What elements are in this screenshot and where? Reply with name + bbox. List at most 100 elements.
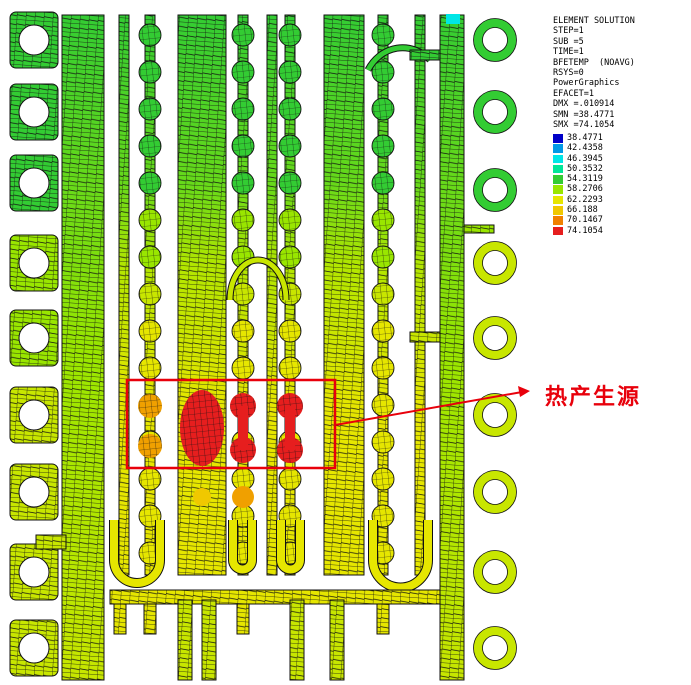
- bead-mesh: [232, 61, 254, 83]
- bead-outline: [278, 319, 302, 343]
- legend-value: 38.4771: [567, 133, 603, 143]
- right-ring: [473, 168, 517, 212]
- center-bar-left-outline: [177, 14, 227, 576]
- heat-bead-mesh: [138, 394, 162, 418]
- bead-mesh: [279, 209, 301, 231]
- bead-mesh: [232, 24, 254, 46]
- bead-mesh: [279, 468, 301, 490]
- bottom-foot-mesh: [178, 600, 192, 680]
- bead-outline: [371, 208, 395, 232]
- bead-outline: [138, 504, 162, 528]
- bead-outline: [371, 319, 395, 343]
- legend-swatch: [553, 216, 563, 225]
- left-pad-outline: [9, 543, 59, 601]
- right-ring-inner: [482, 559, 508, 585]
- bead-mesh: [372, 172, 394, 194]
- bead-outline: [231, 208, 255, 232]
- right-ring-outline: [473, 470, 517, 514]
- bead-outline: [278, 134, 302, 158]
- bead-outline: [231, 134, 255, 158]
- left-pad-hole: [18, 399, 50, 431]
- legend-header-line: ELEMENT SOLUTION: [553, 16, 635, 26]
- bottom-stub-outline: [143, 603, 157, 635]
- bead-mesh: [139, 468, 161, 490]
- legend-swatch: [553, 154, 563, 164]
- side-tab-mesh: [410, 332, 440, 342]
- right-ring-inner: [482, 325, 508, 351]
- legend-swatch: [553, 206, 563, 215]
- bead-mesh: [279, 246, 301, 268]
- bead-outline: [371, 356, 395, 380]
- legend-value: 70.1467: [567, 215, 603, 226]
- side-tab-outline: [409, 331, 441, 343]
- bottom-foot-outline: [177, 599, 193, 681]
- bead-mesh: [372, 24, 394, 46]
- right-ring: [473, 316, 517, 360]
- bottom-stub-outline: [236, 603, 250, 635]
- bead-mesh: [372, 209, 394, 231]
- bead-mesh: [139, 246, 161, 268]
- left-pad-hole: [18, 632, 50, 664]
- left-pad-outline: [9, 309, 59, 367]
- cyan-hotspot: [446, 14, 460, 24]
- left-pad-outline: [9, 11, 59, 69]
- bead-outline: [278, 23, 302, 47]
- left-bus-bar-outline: [61, 14, 105, 681]
- bead-outline: [278, 171, 302, 195]
- bead-outline: [138, 23, 162, 47]
- side-tab-outline: [35, 534, 67, 550]
- component-body: [9, 11, 517, 681]
- legend-header-line: BFETEMP (NOAVG): [553, 57, 635, 68]
- legend-header-line: STEP=1: [553, 26, 584, 37]
- left-pad-outline: [9, 386, 59, 444]
- legend-header-line: DMX =.010914: [553, 99, 615, 110]
- bead-mesh: [139, 98, 161, 120]
- bead-mesh: [139, 283, 161, 305]
- bottom-foot-outline: [201, 599, 217, 681]
- bottom-stub-mesh: [144, 604, 156, 634]
- heat-bridge: [285, 406, 295, 450]
- legend-header-line: SUB =5: [553, 36, 584, 47]
- left-pad-hole: [18, 247, 50, 279]
- bead-outline: [278, 504, 302, 528]
- bead-mesh: [372, 283, 394, 305]
- bead-outline: [278, 97, 302, 121]
- bead-outline: [231, 97, 255, 121]
- bead-mesh: [372, 468, 394, 490]
- bead-mesh: [372, 135, 394, 157]
- legend-swatch: [553, 144, 563, 153]
- legend-value: 66.188: [567, 205, 598, 216]
- bottom-foot-outline: [329, 599, 345, 681]
- bead-outline: [138, 171, 162, 195]
- bead-outline: [371, 97, 395, 121]
- bead-outline: [371, 282, 395, 306]
- bead-mesh: [279, 172, 301, 194]
- left-pad-outline: [9, 83, 59, 141]
- u-loop: [229, 520, 256, 574]
- bead-mesh: [372, 320, 394, 342]
- warm-bead: [193, 488, 211, 506]
- legend-header-line: PowerGraphics: [553, 78, 620, 89]
- bead-outline: [138, 319, 162, 343]
- left-pad-hole: [18, 167, 50, 199]
- right-ring-outline: [473, 316, 517, 360]
- legend-swatch: [553, 195, 563, 205]
- bead-mesh: [232, 320, 254, 342]
- bead-mesh: [139, 61, 161, 83]
- bead-mesh: [139, 172, 161, 194]
- bead-mesh: [139, 320, 161, 342]
- bottom-foot-mesh: [290, 600, 304, 680]
- legend-value: 46.3945: [567, 153, 603, 164]
- bead-outline: [138, 282, 162, 306]
- u-loop: [277, 520, 304, 574]
- bead-outline: [278, 282, 302, 306]
- right-ring-outline: [473, 241, 517, 285]
- bead-outline: [138, 245, 162, 269]
- side-tab-outline: [463, 224, 495, 234]
- right-ring-inner: [482, 99, 508, 125]
- bead-mesh: [232, 135, 254, 157]
- bottom-foot-mesh: [202, 600, 216, 680]
- bead-mesh: [232, 283, 254, 305]
- bead-mesh: [139, 357, 161, 379]
- annotation-arrowhead: [518, 386, 530, 397]
